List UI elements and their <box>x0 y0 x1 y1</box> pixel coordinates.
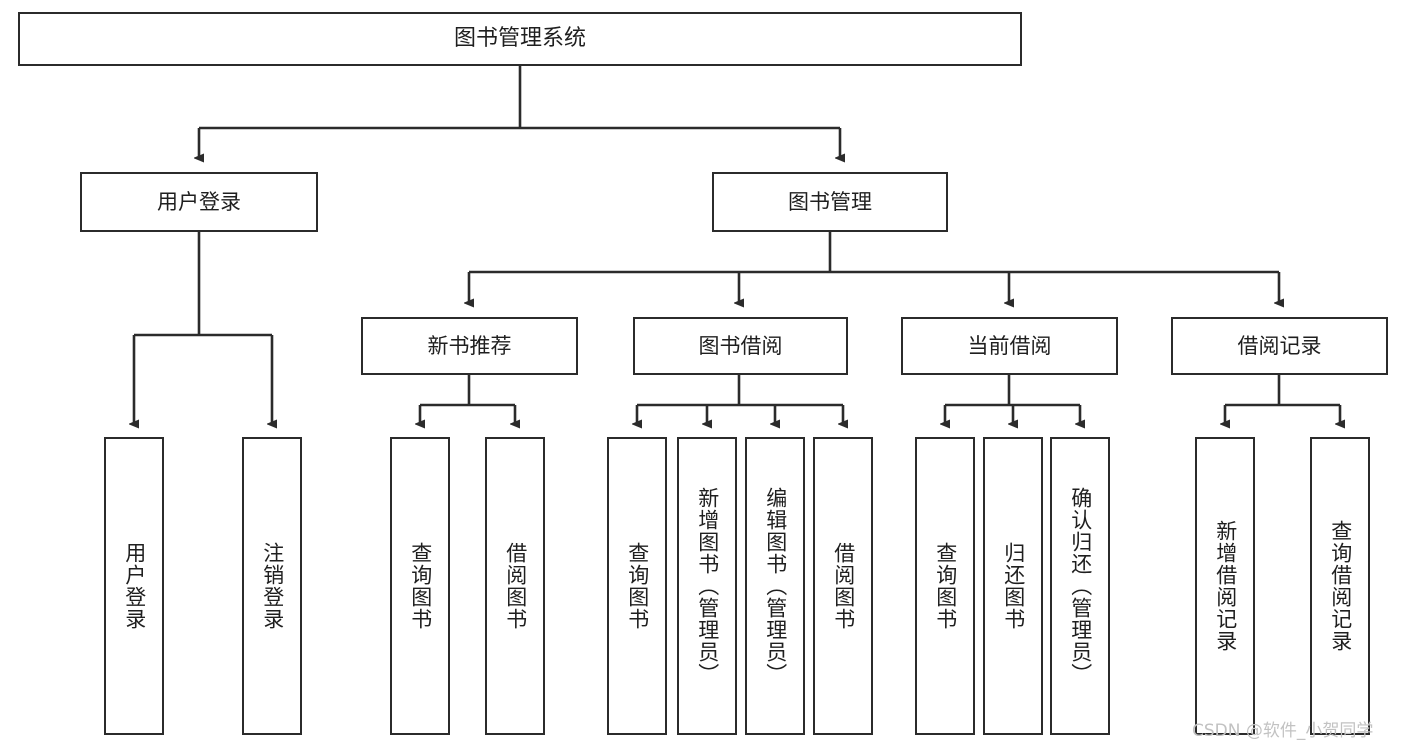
node-label: 当前借阅 <box>967 333 1052 358</box>
node-label: 图书管理系统 <box>453 26 586 52</box>
node-label: 编辑图书（管理员） <box>763 487 788 685</box>
node-label: 注销登录 <box>260 542 285 630</box>
node-root-book-management-system[interactable]: 图书管理系统 <box>18 12 1022 66</box>
node-leaf-user-login[interactable]: 用户登录 <box>104 437 164 735</box>
node-leaf-logout[interactable]: 注销登录 <box>242 437 302 735</box>
node-book-borrowing[interactable]: 图书借阅 <box>633 317 848 375</box>
node-leaf-edit-book-admin[interactable]: 编辑图书（管理员） <box>745 437 805 735</box>
node-leaf-query-book-current[interactable]: 查询图书 <box>915 437 975 735</box>
node-leaf-return-book[interactable]: 归还图书 <box>983 437 1043 735</box>
node-leaf-borrow-book-new[interactable]: 借阅图书 <box>485 437 545 735</box>
node-label: 查询图书 <box>408 542 433 630</box>
node-label: 借阅记录 <box>1237 333 1322 358</box>
node-label: 图书管理 <box>788 189 872 214</box>
node-label: 查询图书 <box>933 542 958 630</box>
node-leaf-query-book-borrow[interactable]: 查询图书 <box>607 437 667 735</box>
node-label: 查询借阅记录 <box>1328 520 1353 652</box>
node-label: 借阅图书 <box>831 542 856 630</box>
node-label: 图书借阅 <box>698 333 783 358</box>
node-leaf-confirm-return-admin[interactable]: 确认归还（管理员） <box>1050 437 1110 735</box>
node-label: 确认归还（管理员） <box>1068 487 1093 685</box>
node-label: 查询图书 <box>625 542 650 630</box>
node-label: 新增借阅记录 <box>1213 520 1238 652</box>
node-new-book-recommendation[interactable]: 新书推荐 <box>361 317 578 375</box>
node-borrowing-record[interactable]: 借阅记录 <box>1171 317 1388 375</box>
node-user-login[interactable]: 用户登录 <box>80 172 318 232</box>
node-label: 用户登录 <box>122 542 147 630</box>
node-current-borrowing[interactable]: 当前借阅 <box>901 317 1118 375</box>
node-label: 新增图书（管理员） <box>695 487 720 685</box>
node-leaf-borrow-book[interactable]: 借阅图书 <box>813 437 873 735</box>
node-label: 归还图书 <box>1001 542 1026 630</box>
node-leaf-query-borrowing-record[interactable]: 查询借阅记录 <box>1310 437 1370 735</box>
node-label: 借阅图书 <box>503 542 528 630</box>
node-leaf-query-book-new[interactable]: 查询图书 <box>390 437 450 735</box>
node-label: 用户登录 <box>157 189 241 214</box>
csdn-watermark: CSDN @软件_小贺同学 <box>1192 721 1374 741</box>
node-leaf-add-borrowing-record[interactable]: 新增借阅记录 <box>1195 437 1255 735</box>
node-label: 新书推荐 <box>427 333 512 358</box>
node-leaf-add-book-admin[interactable]: 新增图书（管理员） <box>677 437 737 735</box>
node-book-management[interactable]: 图书管理 <box>712 172 948 232</box>
